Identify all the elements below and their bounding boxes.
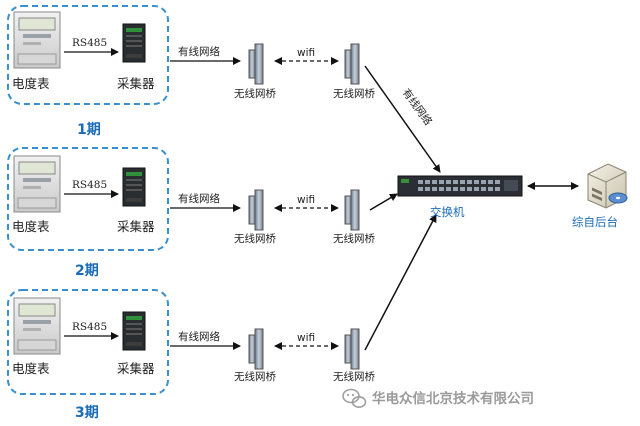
wired-network-label-1: 有线网络 [178,45,220,58]
bridge-label-2b: 无线网桥 [333,232,375,245]
network-switch-icon [397,175,523,197]
wifi-label-1: wifi [297,47,315,59]
meter-label: 电度表 [12,361,50,376]
bridge-label-3b: 无线网桥 [333,370,375,383]
wireless-bridge-icon [248,43,264,85]
meter-label: 电度表 [12,76,50,91]
collector-icon [122,167,146,207]
bridge-label-2a: 无线网桥 [234,232,276,245]
phase-3-label: 3期 [75,405,99,421]
phase-3-group: 电度表 RS485 采集器 [7,289,169,395]
energy-meter-icon [13,297,61,355]
wifi-label-3: wifi [297,332,315,344]
phase-1-group: 电度表 RS485 采集器 [7,5,169,105]
bridge-label-3a: 无线网桥 [234,370,276,383]
phase-1-label: 1期 [77,122,101,138]
wireless-bridge-icon [344,43,360,85]
wifi-label-2: wifi [297,194,315,206]
wireless-bridge-icon [344,189,360,231]
collector-label: 采集器 [117,361,155,376]
link-row1-to-switch [364,65,441,173]
collector-label: 采集器 [117,219,155,234]
wireless-bridge-icon [248,328,264,370]
collector-icon [122,311,146,351]
link-row3-to-switch [364,214,437,351]
rs485-label: RS485 [72,179,107,191]
server-computer-icon [587,163,628,209]
phase-1-dashed-box [7,5,169,105]
bridge-label-1b: 无线网桥 [333,87,375,100]
energy-meter-icon [13,155,61,213]
wireless-bridge-icon [248,189,264,231]
meter-label: 电度表 [12,219,50,234]
wireless-bridge-icon [344,328,360,370]
phase-2-group: 电度表 RS485 采集器 [7,147,169,251]
rs485-label: RS485 [72,37,107,49]
collector-label: 采集器 [117,76,155,91]
phase-2-label: 2期 [75,263,99,279]
wired-network-label-2: 有线网络 [178,192,220,205]
rs485-label: RS485 [72,321,107,333]
backend-label: 综自后台 [572,215,618,229]
bridge-label-1a: 无线网桥 [234,87,276,100]
wechat-logo-icon [342,388,367,408]
wired-network-label-3: 有线网络 [178,330,220,343]
phase-3-dashed-box [7,289,169,395]
phase-2-dashed-box [7,147,169,251]
switch-label: 交换机 [430,205,465,219]
link-row2-to-switch [369,193,398,211]
energy-meter-icon [13,11,61,69]
collector-icon [122,23,146,63]
watermark-text: 华电众信北京技术有限公司 [372,390,534,407]
